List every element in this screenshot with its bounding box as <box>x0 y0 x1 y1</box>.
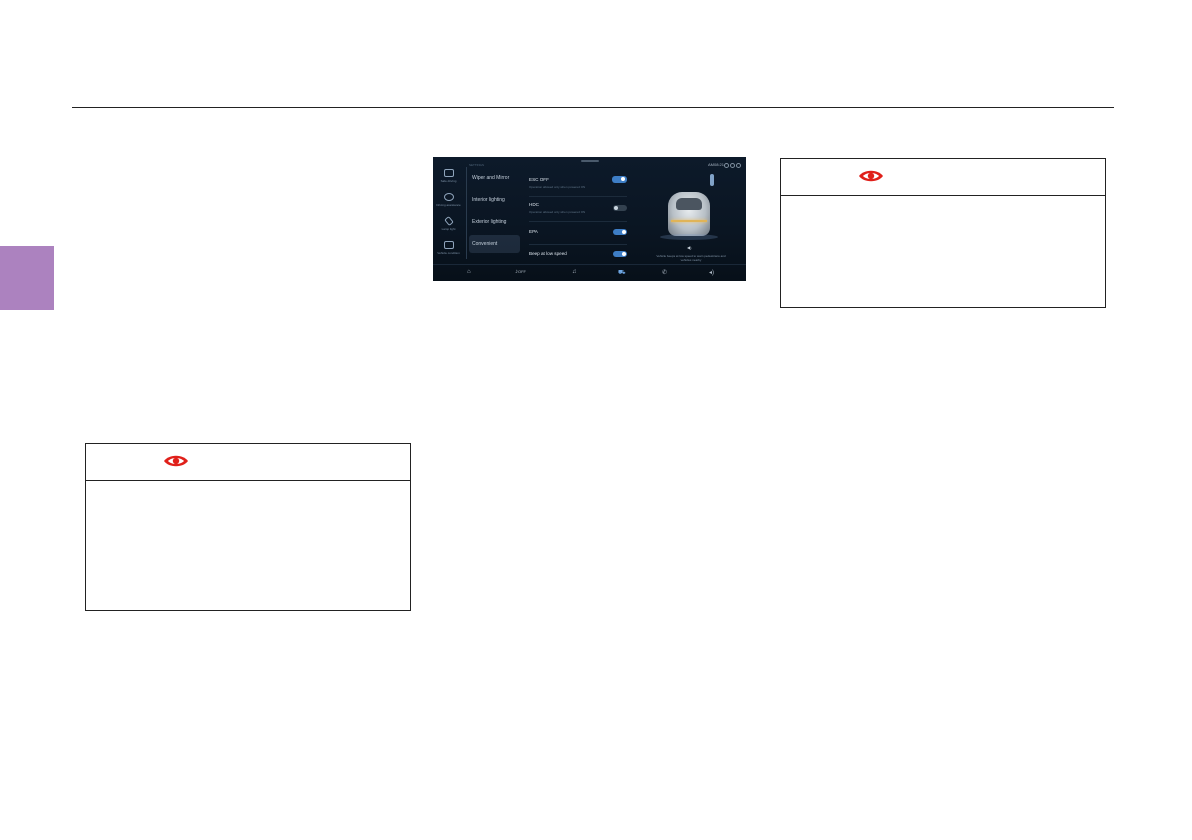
row-divider <box>529 244 627 245</box>
beep-low-speed-switch[interactable] <box>613 251 627 257</box>
lighting-icon <box>443 216 454 226</box>
notice-box-right <box>780 158 1106 308</box>
row-divider <box>529 196 627 197</box>
sidebar-item-safe-driving[interactable]: Safe driving <box>433 169 464 191</box>
eye-warning-icon <box>859 170 883 182</box>
car-safety-icon <box>443 169 454 177</box>
menu-item-interior-lighting[interactable]: Interior lighting <box>469 191 520 209</box>
music-icon[interactable]: ♫ <box>572 269 577 275</box>
vehicle-preview-panel: AM08:21 ◀) Vehicle beeps at low speed to… <box>638 162 744 266</box>
toggle-row-beep-low-speed: Beep at low speed <box>529 251 627 257</box>
menu-item-label: Wiper and Mirror <box>472 175 510 181</box>
menu-section-label: SETTINGS <box>469 163 485 167</box>
epa-switch[interactable] <box>613 229 627 235</box>
speaker-icon: ◀) <box>687 245 692 250</box>
menu-item-label: Interior lighting <box>472 197 505 203</box>
car-icon[interactable]: ⛟ <box>618 270 626 276</box>
toggle-row-hdc: HDC Operation allowed only when powered … <box>529 202 627 214</box>
switch-knob <box>621 177 625 181</box>
notice-box-left <box>85 443 411 611</box>
car-rear-image <box>668 192 710 236</box>
menu-item-label: Convenient <box>472 241 498 247</box>
toggle-label: ESC OFF <box>529 177 549 182</box>
toggle-row-esc-off: ESC OFF Operation allowed only when powe… <box>529 176 627 189</box>
infotainment-screenshot: Safe driving Driving assistance Lamp lig… <box>433 157 746 281</box>
sidebar-item-driving-assistance[interactable]: Driving assistance <box>433 193 464 215</box>
switch-knob <box>622 252 626 256</box>
toggle-label: Beep at low speed <box>529 251 567 256</box>
menu-item-exterior-lighting[interactable]: Exterior lighting <box>469 213 520 231</box>
sidebar-item-label: Driving assistance <box>436 203 461 207</box>
screen-sidebar: Safe driving Driving assistance Lamp lig… <box>433 163 464 263</box>
toggle-list: ESC OFF Operation allowed only when powe… <box>529 164 627 264</box>
sidebar-item-label: Vehicle condition <box>437 251 460 255</box>
chapter-tab <box>0 246 54 310</box>
bluetooth-icon <box>736 163 741 168</box>
music-note-icon[interactable]: ♪OFF <box>515 269 526 275</box>
bottom-dock: ⌂ ♪OFF ♫ ⛟ ✆ ◂) <box>433 264 746 281</box>
switch-knob <box>622 230 626 234</box>
toggle-row-epa: EPA <box>529 229 627 235</box>
phone-icon[interactable]: ✆ <box>662 270 668 276</box>
menu-item-label: Exterior lighting <box>472 219 507 225</box>
menu-item-convenient[interactable]: Convenient <box>469 235 520 253</box>
pull-handle[interactable] <box>581 160 599 162</box>
esc-off-switch[interactable] <box>612 176 627 183</box>
sidebar-item-label: Lamp light <box>441 227 456 231</box>
car-tail-light <box>671 220 707 222</box>
hdc-switch[interactable] <box>613 205 627 211</box>
signal-icon <box>730 163 735 168</box>
toggle-description: Operation allowed only when powered ON <box>529 210 586 214</box>
notice-box-header <box>781 159 1105 196</box>
sidebar-item-lamp-light[interactable]: Lamp light <box>433 216 464 239</box>
menu-item-wiper-mirror[interactable]: Wiper and Mirror <box>469 169 520 187</box>
car-rear-window <box>676 198 702 210</box>
sidebar-item-vehicle-condition[interactable]: Vehicle condition <box>433 241 464 263</box>
toggle-label: HDC <box>529 202 539 207</box>
switch-knob <box>614 206 618 210</box>
settings-menu: SETTINGS Wiper and Mirror Interior light… <box>469 163 520 259</box>
volume-icon[interactable]: ◂) <box>709 270 715 276</box>
vehicle-caption: Vehicle beeps at low speed to warn pedes… <box>656 254 726 262</box>
steering-wheel-icon <box>443 193 454 201</box>
car-shadow <box>660 234 718 240</box>
sidebar-divider <box>466 167 467 259</box>
toggle-label: EPA <box>529 229 538 234</box>
home-icon[interactable]: ⌂ <box>467 269 471 275</box>
sidebar-item-label: Safe driving <box>440 179 457 183</box>
notice-box-header <box>86 444 410 481</box>
wifi-icon <box>724 163 729 168</box>
header-rule <box>72 107 1114 108</box>
dock-item-label: OFF <box>518 269 526 274</box>
eye-warning-icon <box>164 455 188 467</box>
toggle-description: Operation allowed only when powered ON <box>529 185 586 189</box>
pedestrian-icon <box>710 174 714 186</box>
status-clock: AM08:21 <box>707 162 724 167</box>
vehicle-settings-icon <box>443 241 454 249</box>
row-divider <box>529 221 627 222</box>
